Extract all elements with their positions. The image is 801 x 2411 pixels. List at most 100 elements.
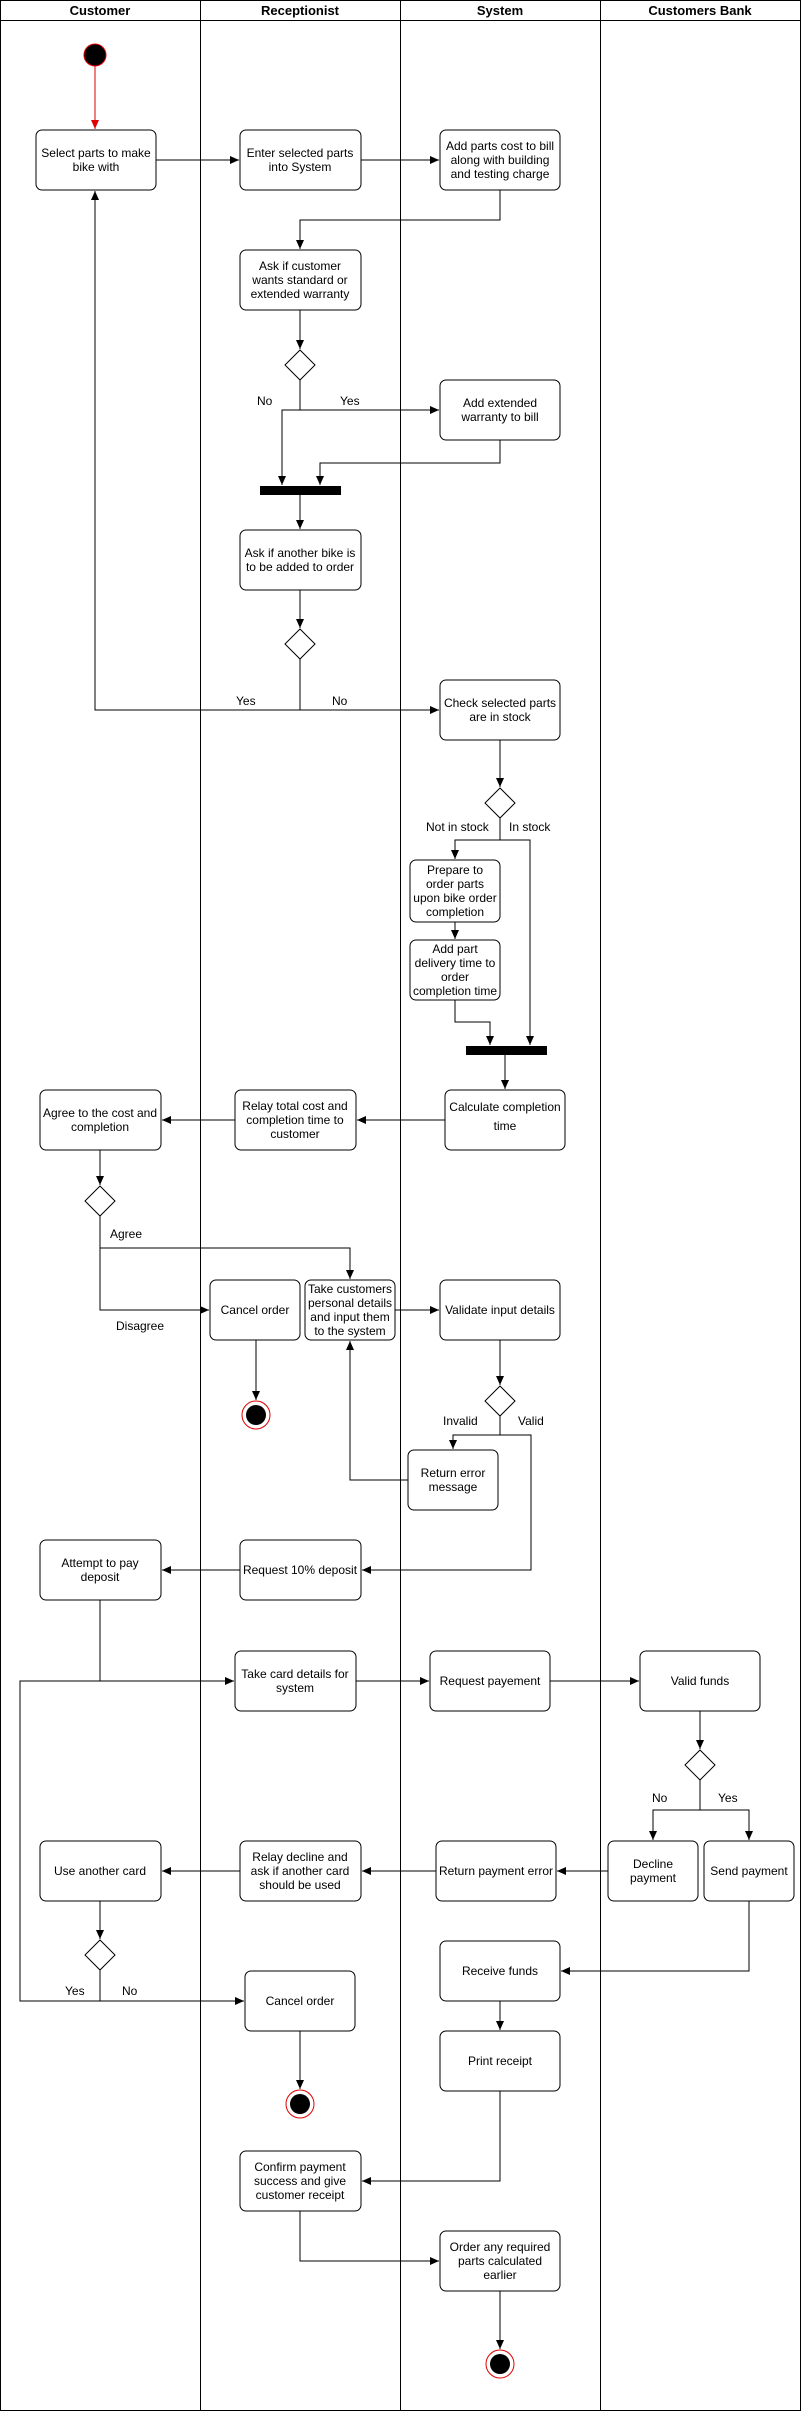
activity-return-payment-error: Return payment error (435, 1840, 557, 1902)
lane-title-receptionist: Receptionist (261, 3, 340, 18)
lane-customers-bank (600, 0, 801, 2411)
svg-text:Request payement: Request payement (440, 1674, 541, 1688)
decision-funds (684, 1749, 716, 1781)
guard-disagree: Disagree (116, 1319, 164, 1333)
guard-invalid: Invalid (443, 1414, 478, 1428)
edge-addwarranty-to-join (316, 440, 501, 485)
edge-print-to-confirm (362, 2091, 501, 2185)
activity-cancel-order-1: Cancel order (209, 1279, 301, 1341)
activity-request-payment: Request payement (429, 1650, 551, 1712)
guard-in-stock: In stock (509, 820, 551, 834)
lane-title-customer: Customer (70, 3, 131, 18)
edge-invalid (449, 1416, 501, 1449)
edge-agree-yes (99, 1216, 354, 1279)
guard-valid: Valid (518, 1414, 544, 1428)
edge-warranty-yes (299, 380, 439, 414)
edge-card-yes (19, 1680, 101, 2002)
activity-request-deposit: Request 10% deposit (239, 1539, 362, 1601)
edge-error-to-details (346, 1341, 408, 1481)
activity-cancel-order-2: Cancel order (244, 1970, 356, 2032)
guard-warranty-no: No (257, 394, 273, 408)
edge-confirm-to-orderparts (299, 2211, 439, 2265)
decision-agree (84, 1185, 116, 1217)
edge-addcost-to-askwarranty (296, 190, 501, 249)
guard-labels: No Yes Yes No Not in stock In stock Agre… (65, 394, 738, 1998)
edge-warranty-no (278, 409, 300, 485)
svg-text:Print receipt: Print receipt (468, 2054, 533, 2068)
activity-use-another-card: Use another card (39, 1840, 162, 1902)
activity-print-receipt: Print receipt (439, 2030, 561, 2092)
edge-another-yes (91, 191, 301, 711)
guard-card-no: No (122, 1984, 138, 1998)
svg-text:Send payment: Send payment (710, 1864, 788, 1878)
svg-text:Cancel order: Cancel order (221, 1303, 290, 1317)
edge-not-in-stock (451, 818, 501, 859)
guard-card-yes: Yes (65, 1984, 85, 1998)
edge-funds-no (649, 1780, 701, 1840)
terminal-nodes (83, 43, 515, 2379)
join-bar-stock (466, 1046, 547, 1055)
lane-title-system: System (477, 3, 523, 18)
decision-another-bike (284, 628, 316, 660)
activity-validate-input: Validate input details (439, 1279, 561, 1341)
svg-text:Use another card: Use another card (54, 1864, 146, 1878)
edge-agree-no (99, 1248, 209, 1314)
edge-in-stock (500, 839, 534, 1045)
activity-send-payment: Send payment (703, 1840, 795, 1902)
edge-delivery-to-join (454, 1000, 494, 1045)
lane-title-customers-bank: Customers Bank (648, 3, 752, 18)
activity-receive-funds: Receive funds (439, 1940, 561, 2002)
initial-node (83, 43, 107, 67)
svg-text:Valid funds: Valid funds (671, 1674, 729, 1688)
activity-valid-funds: Valid funds (639, 1650, 761, 1712)
guard-funds-no: No (652, 1791, 668, 1805)
edge-funds-yes (700, 1809, 753, 1840)
guard-another-no: No (332, 694, 348, 708)
edge-valid (362, 1434, 532, 1574)
edge-send-to-receive (561, 1901, 750, 1975)
guard-warranty-yes: Yes (340, 394, 360, 408)
svg-text:Return payment error: Return payment error (439, 1864, 553, 1878)
final-node-cancel-1 (241, 1400, 271, 1430)
join-bar-warranty (260, 486, 341, 495)
guard-another-yes: Yes (236, 694, 256, 708)
decision-another-card (84, 1939, 116, 1971)
guard-agree: Agree (110, 1227, 142, 1241)
